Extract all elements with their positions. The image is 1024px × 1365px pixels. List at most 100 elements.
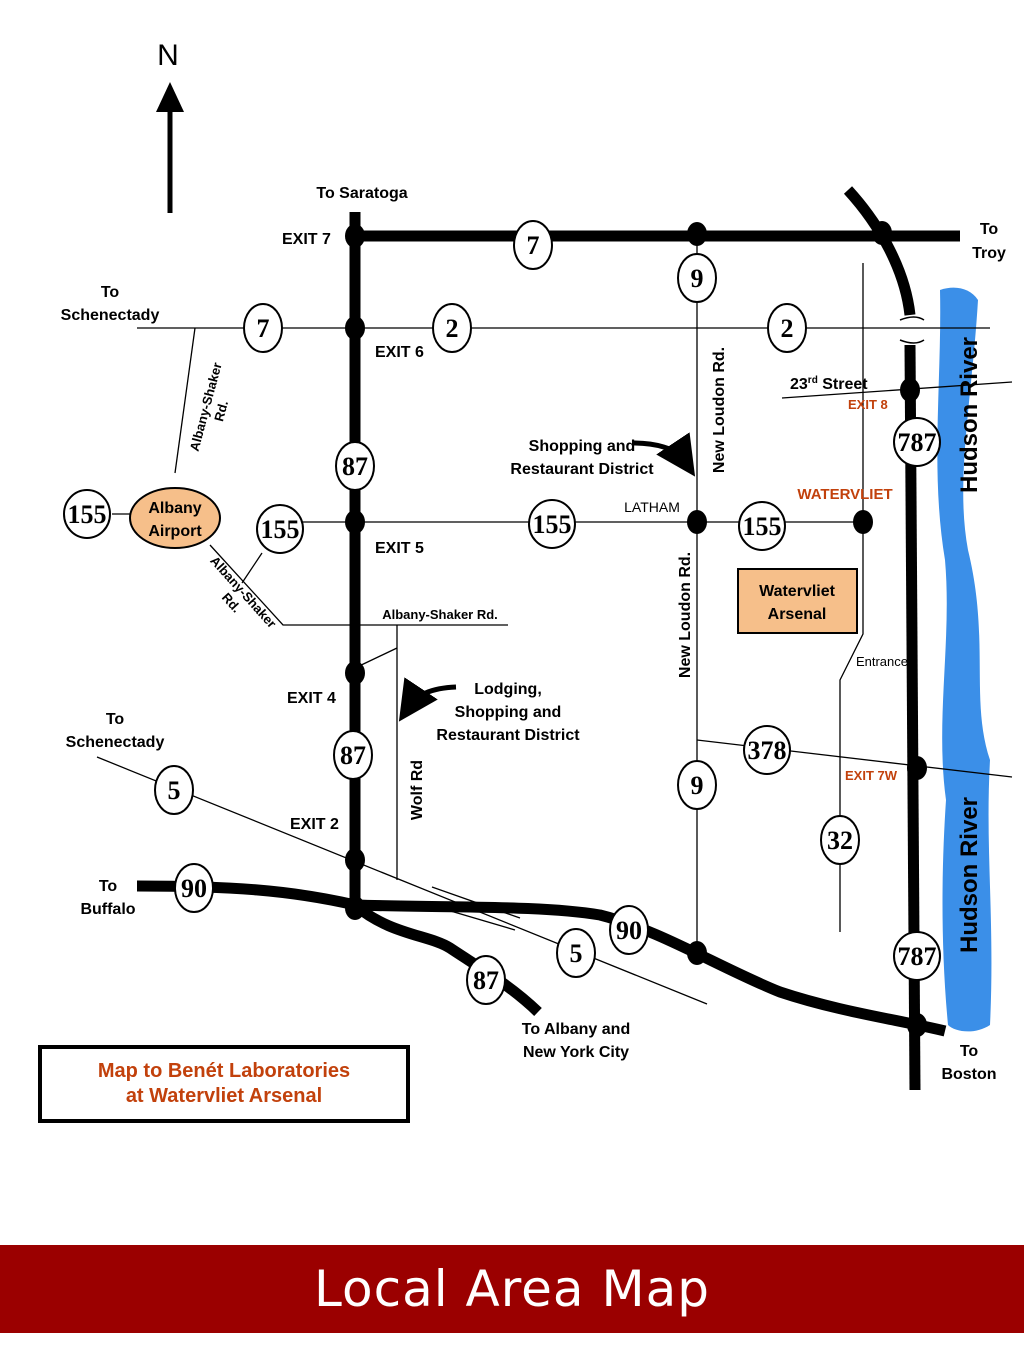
latham-label: LATHAM bbox=[624, 499, 680, 515]
lodging-arrow-icon bbox=[398, 677, 457, 722]
exit-8-label: EXIT 8 bbox=[848, 397, 888, 412]
route-2-shield bbox=[767, 303, 807, 353]
23rd-street-ordinal: rd bbox=[808, 375, 818, 386]
watervliet-label: WATERVLIET bbox=[797, 486, 892, 503]
route-378-shield bbox=[743, 725, 791, 775]
route-87-shield bbox=[333, 730, 373, 780]
albany-shaker-rd-label-line2: Rd. bbox=[211, 399, 231, 423]
to-schenectady-label-line2: Schenectady bbox=[61, 307, 160, 324]
route-87-number: 87 bbox=[340, 741, 366, 770]
route-9-shield bbox=[677, 253, 717, 303]
lodging-district-label-line3: Restaurant District bbox=[436, 727, 580, 744]
to-albany-nyc-label-line2: New York City bbox=[523, 1044, 629, 1061]
to-schenectady-label-line1: To bbox=[101, 284, 120, 301]
title-banner: Local Area Map bbox=[0, 1245, 1024, 1333]
exit-5-label: EXIT 5 bbox=[375, 540, 424, 557]
route-87-number: 87 bbox=[473, 966, 499, 995]
interchanges bbox=[345, 221, 927, 1037]
route-7-shield bbox=[243, 303, 283, 353]
route-5-number: 5 bbox=[168, 776, 181, 805]
route-155-number: 155 bbox=[533, 510, 572, 539]
route-155-number: 155 bbox=[68, 500, 107, 529]
route-2-number: 2 bbox=[781, 314, 794, 343]
to-schenectady-label-line2: Schenectady bbox=[66, 734, 165, 751]
hudson-river-label: Hudson River bbox=[956, 797, 983, 953]
albany-airport-marker bbox=[129, 487, 221, 549]
23rd-street-number: 23 bbox=[790, 376, 808, 393]
route-787-shield bbox=[893, 931, 941, 981]
to-boston-label-line2: Boston bbox=[941, 1066, 996, 1083]
new-loudon-rd-label: New Loudon Rd. bbox=[677, 552, 694, 678]
route-7-number: 7 bbox=[257, 314, 270, 343]
route-155-shield bbox=[63, 489, 111, 539]
route-155-number: 155 bbox=[261, 515, 300, 544]
compass-north-label: N bbox=[157, 39, 179, 72]
exit-7-label: EXIT 7 bbox=[282, 231, 331, 248]
to-boston-label-line1: To bbox=[960, 1043, 979, 1060]
airport-label-line1: Albany bbox=[148, 500, 201, 517]
route-9-number: 9 bbox=[691, 264, 704, 293]
to-buffalo-label-line1: To bbox=[99, 878, 118, 895]
route-90-shield bbox=[174, 863, 214, 913]
albany-shaker-rd-label: Albany-Shaker Rd. bbox=[382, 607, 498, 622]
route-87-shield bbox=[466, 955, 506, 1005]
exit-6-label: EXIT 6 bbox=[375, 344, 424, 361]
23rd-street-label: 23rd Street bbox=[790, 375, 868, 393]
route-2-number: 2 bbox=[446, 314, 459, 343]
route-2-shield bbox=[432, 303, 472, 353]
arsenal-label-line1: Watervliet bbox=[759, 583, 836, 600]
to-troy-label-line1: To bbox=[980, 221, 999, 238]
airport-label-line2: Airport bbox=[148, 523, 202, 540]
route-5-shield bbox=[556, 928, 596, 978]
route-155-number: 155 bbox=[743, 512, 782, 541]
route-5-shield bbox=[154, 765, 194, 815]
new-loudon-rd-label: New Loudon Rd. bbox=[711, 347, 728, 473]
bridge-marks bbox=[899, 316, 925, 344]
route-155-shield bbox=[738, 501, 786, 551]
route-155-shield bbox=[528, 499, 576, 549]
to-troy-label-line2: Troy bbox=[972, 245, 1006, 262]
to-buffalo-label-line2: Buffalo bbox=[80, 901, 135, 918]
route-5-number: 5 bbox=[570, 939, 583, 968]
route-378-number: 378 bbox=[748, 736, 787, 765]
to-schenectady-label-line1: To bbox=[106, 711, 125, 728]
route-7-number: 7 bbox=[527, 231, 540, 260]
shopping-arrow-icon bbox=[631, 432, 696, 477]
watervliet-arsenal-marker bbox=[737, 568, 858, 634]
local-area-map: N bbox=[61, 39, 1013, 1091]
route-87-number: 87 bbox=[342, 452, 368, 481]
to-saratoga-label: To Saratoga bbox=[316, 185, 407, 202]
map-caption-line1: Map to Benét Laboratories bbox=[97, 1060, 351, 1082]
route-7-shield bbox=[513, 220, 553, 270]
exit-7w-label: EXIT 7W bbox=[845, 768, 898, 783]
arsenal-label-line2: Arsenal bbox=[768, 606, 827, 623]
route-787-number: 787 bbox=[898, 942, 937, 971]
hudson-river-label: Hudson River bbox=[956, 337, 983, 493]
map-caption: Map to Benét Laboratories at Watervliet … bbox=[38, 1045, 410, 1123]
route-155-shield bbox=[256, 504, 304, 554]
hudson-river bbox=[937, 287, 992, 1032]
23rd-street-word: Street bbox=[818, 376, 868, 393]
route-90-shield bbox=[609, 905, 649, 955]
entrance-label: Entrance bbox=[856, 654, 908, 669]
route-9-shield bbox=[677, 760, 717, 810]
route-787-number: 787 bbox=[898, 428, 937, 457]
lodging-district-label-line1: Lodging, bbox=[474, 681, 542, 698]
route-787-shield bbox=[893, 417, 941, 467]
route-32-number: 32 bbox=[827, 826, 853, 855]
shopping-district-label-line2: Restaurant District bbox=[510, 461, 654, 478]
route-90-number: 90 bbox=[616, 916, 642, 945]
route-87-shield bbox=[335, 441, 375, 491]
route-32-shield bbox=[820, 815, 860, 865]
exit-2-label: EXIT 2 bbox=[290, 816, 339, 833]
albany-shaker-rd-label-line1: Albany-Shaker bbox=[207, 553, 279, 631]
page-title: Local Area Map bbox=[314, 1260, 710, 1318]
route-90-number: 90 bbox=[181, 874, 207, 903]
north-arrow-icon bbox=[156, 82, 184, 213]
lodging-district-label-line2: Shopping and bbox=[455, 704, 562, 721]
exit-4-label: EXIT 4 bbox=[287, 690, 336, 707]
to-albany-nyc-label-line1: To Albany and bbox=[522, 1021, 630, 1038]
shopping-district-label-line1: Shopping and bbox=[529, 438, 636, 455]
route-9-number: 9 bbox=[691, 771, 704, 800]
wolf-rd-label: Wolf Rd bbox=[409, 760, 426, 820]
